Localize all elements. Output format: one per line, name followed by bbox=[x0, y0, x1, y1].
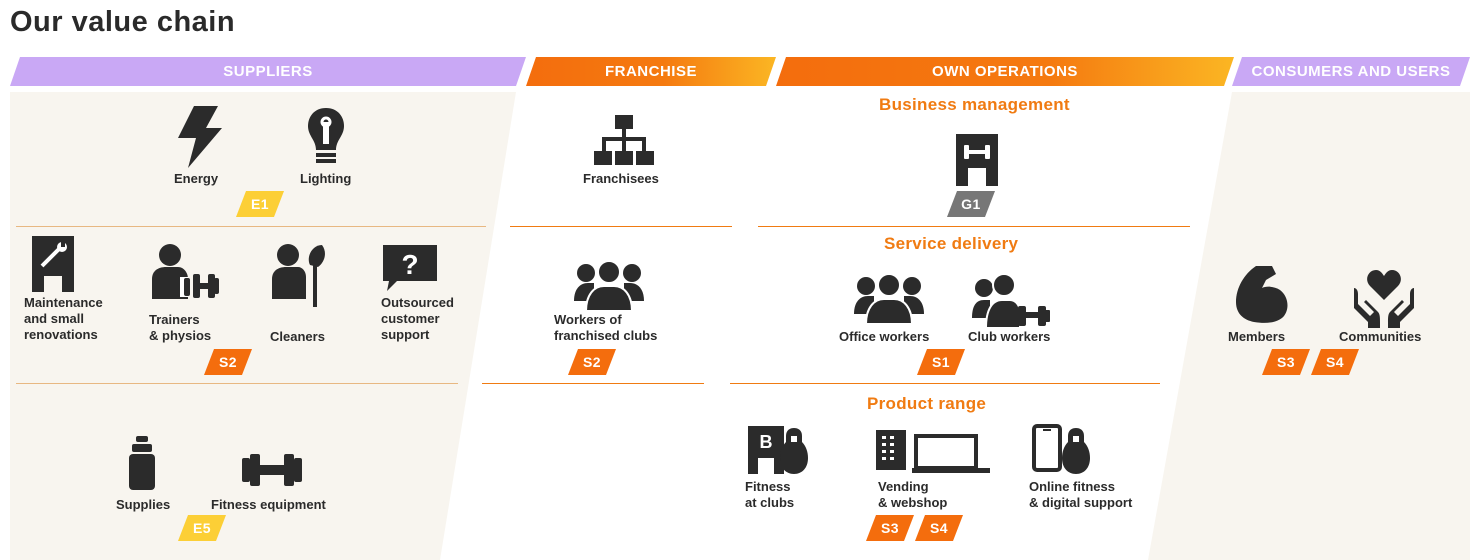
label-franchisees: Franchisees bbox=[583, 171, 659, 186]
badge-s1: S1 bbox=[917, 349, 965, 375]
label-supplies: Supplies bbox=[116, 497, 171, 512]
label-fitness-equipment: Fitness equipment bbox=[211, 497, 326, 512]
badge-g1: G1 bbox=[947, 191, 995, 217]
divider bbox=[758, 226, 1190, 227]
header-own-operations: OWN OPERATIONS bbox=[776, 57, 1234, 86]
trainer-icon bbox=[152, 244, 219, 299]
badge-s2-franchise: S2 bbox=[568, 349, 616, 375]
badge-s4: S4 bbox=[915, 515, 963, 541]
badge-e1: E1 bbox=[236, 191, 284, 217]
org-chart-icon bbox=[594, 115, 654, 165]
badge-e5: E5 bbox=[178, 515, 226, 541]
label-energy: Energy bbox=[174, 171, 219, 186]
svg-text:?: ? bbox=[401, 249, 418, 280]
lightbulb-icon bbox=[308, 108, 344, 163]
section-service-delivery: Service delivery bbox=[884, 234, 1019, 253]
building-wrench-icon bbox=[32, 236, 74, 292]
divider bbox=[730, 383, 1160, 384]
office-workers-icon bbox=[854, 274, 924, 324]
header-franchise: FRANCHISE bbox=[526, 57, 776, 86]
badge-s3-consumers: S3 bbox=[1262, 349, 1310, 375]
suppliers-panel bbox=[10, 92, 516, 560]
section-product-range: Product range bbox=[867, 394, 987, 413]
heart-hands-icon bbox=[1354, 270, 1414, 328]
phone-kettlebell-icon bbox=[1032, 424, 1090, 474]
page-title: Our value chain bbox=[10, 6, 236, 38]
lightning-icon bbox=[178, 106, 222, 168]
help-chat-icon: ? bbox=[383, 245, 437, 291]
badge-s3: S3 bbox=[866, 515, 914, 541]
label-office-workers: Office workers bbox=[839, 329, 930, 344]
label-club-workers: Club workers bbox=[968, 329, 1051, 344]
label-trainers: Trainers& physios bbox=[149, 312, 212, 343]
section-business-management: Business management bbox=[879, 95, 1070, 114]
group-icon bbox=[574, 261, 644, 311]
label-online-fitness: Online fitness& digital support bbox=[1029, 479, 1133, 510]
cleaner-icon bbox=[272, 244, 325, 307]
divider bbox=[16, 226, 486, 227]
label-lighting: Lighting bbox=[300, 171, 352, 186]
divider bbox=[16, 383, 458, 384]
bicep-icon bbox=[1236, 266, 1288, 323]
divider bbox=[482, 383, 704, 384]
club-building-icon bbox=[956, 134, 998, 186]
club-kettlebell-icon: B bbox=[748, 426, 808, 474]
label-cleaners: Cleaners bbox=[270, 329, 325, 344]
label-vending: Vending& webshop bbox=[878, 479, 948, 510]
badge-s2: S2 bbox=[204, 349, 252, 375]
header-consumers: CONSUMERS AND USERS bbox=[1232, 57, 1470, 86]
header-suppliers: SUPPLIERS bbox=[10, 57, 526, 86]
label-members: Members bbox=[1228, 329, 1286, 344]
label-communities: Communities bbox=[1339, 329, 1422, 344]
svg-text:B: B bbox=[760, 432, 773, 452]
club-workers-icon bbox=[972, 274, 1050, 328]
badge-s4-consumers: S4 bbox=[1311, 349, 1359, 375]
bottle-icon bbox=[129, 436, 155, 490]
dumbbell-icon bbox=[242, 454, 302, 486]
vending-laptop-icon bbox=[876, 430, 990, 473]
consumers-panel bbox=[1148, 92, 1470, 560]
divider bbox=[510, 226, 732, 227]
